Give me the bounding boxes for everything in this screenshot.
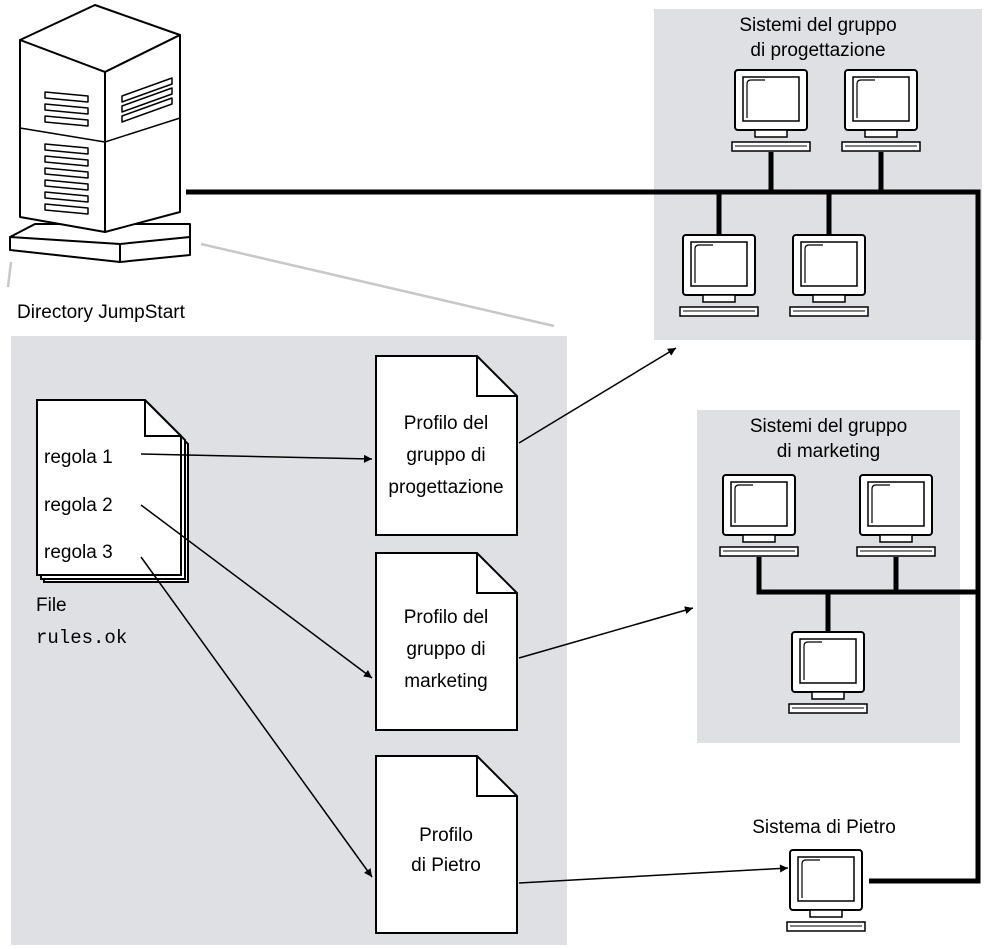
pietro-profile-line-1: Profilo <box>419 825 473 846</box>
engineering-profile-line-2: gruppo di <box>406 445 486 466</box>
marketing-group-title-line-2: di marketing <box>776 441 881 462</box>
rule-3: regola 3 <box>44 542 113 563</box>
rules-file-caption: File <box>36 595 67 616</box>
rules-file-icon <box>36 399 189 583</box>
marketing-group-title-line-1: Sistemi del gruppo <box>749 416 908 437</box>
engineering-profile-line-3: progettazione <box>388 477 504 498</box>
profile-document-icon <box>375 355 518 934</box>
rule-2: regola 2 <box>44 495 113 516</box>
engineering-group-title-line-2: di progettazione <box>750 40 886 61</box>
marketing-profile-line-2: gruppo di <box>406 639 486 660</box>
pietro-system-title: Sistema di Pietro <box>752 817 896 838</box>
rule-1: regola 1 <box>44 447 113 468</box>
engineering-group-title-line-1: Sistemi del gruppo <box>739 15 897 36</box>
server-label: Directory JumpStart <box>17 302 185 323</box>
server-icon <box>9 4 191 263</box>
engineering-profile-line-1: Profilo del <box>403 413 489 434</box>
marketing-profile-line-3: marketing <box>404 671 488 692</box>
marketing-profile-line-1: Profilo del <box>403 607 489 628</box>
network-cables <box>186 152 981 884</box>
pietro-profile-line-2: di Pietro <box>411 855 481 876</box>
arrow-icon <box>140 347 789 884</box>
rules-file-name: rules.ok <box>36 627 128 649</box>
